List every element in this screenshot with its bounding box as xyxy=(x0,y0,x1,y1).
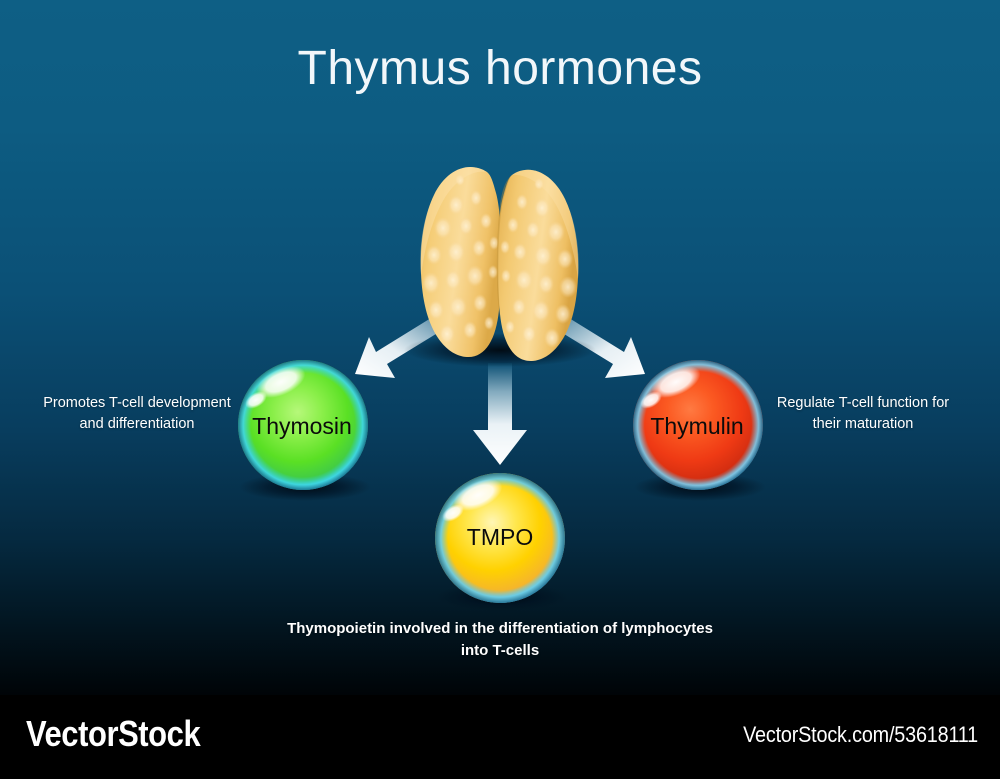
sphere-label-tmpo: TMPO xyxy=(466,524,534,550)
vectorstock-logo: VectorStock xyxy=(26,713,201,754)
footer-bar: VectorStock VectorStock.com/53618111 xyxy=(0,695,1000,779)
caption-thymosin: Promotes T-cell development and differen… xyxy=(43,395,231,433)
sphere-label-thymosin: Thymosin xyxy=(252,413,352,439)
sphere-tmpo[interactable] xyxy=(435,473,568,611)
caption-tmpo: Thymopoietin involved in the differentia… xyxy=(287,620,713,659)
sphere-thymulin[interactable] xyxy=(633,360,766,501)
thymus-gland xyxy=(404,167,596,367)
vectorstock-url: VectorStock.com/53618111 xyxy=(743,722,978,747)
thymus-hormones-diagram xyxy=(238,167,766,611)
arrow-to-tmpo xyxy=(473,363,527,465)
sphere-thymosin[interactable] xyxy=(238,360,371,501)
sphere-label-thymulin: Thymulin xyxy=(650,413,744,439)
caption-thymulin: Regulate T-cell function for their matur… xyxy=(776,395,950,433)
thymus-left-lobe xyxy=(420,167,502,358)
page-title: Thymus hormones xyxy=(297,42,703,95)
thymus-right-lobe xyxy=(496,169,579,362)
